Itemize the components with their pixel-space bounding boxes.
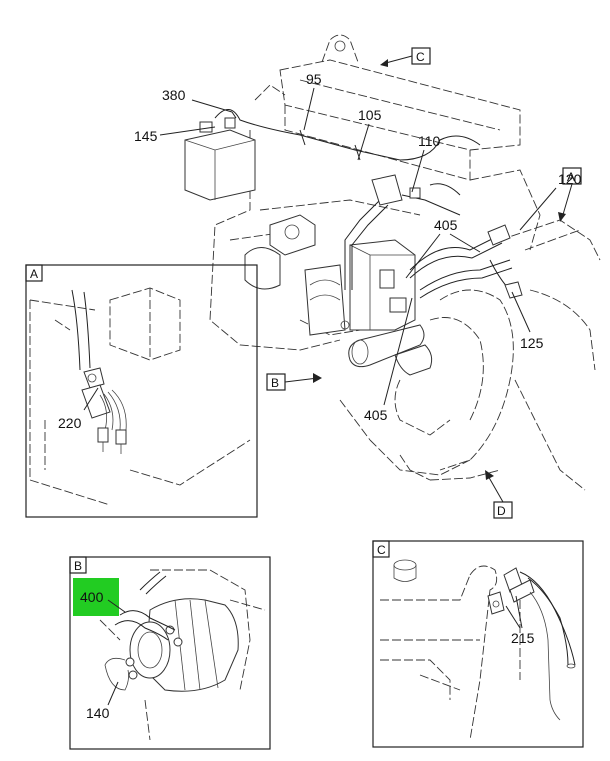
callout-405-upper[interactable]: 405 xyxy=(434,217,458,233)
callout-400[interactable]: 400 xyxy=(80,589,104,605)
callout-215[interactable]: 215 xyxy=(511,630,535,646)
callout-95[interactable]: 95 xyxy=(306,71,322,87)
main-callouts: 95 380 145 105 110 120 405 405 125 xyxy=(134,71,582,423)
view-ref-c-main-letter[interactable]: C xyxy=(416,50,425,64)
callout-145[interactable]: 145 xyxy=(134,128,158,144)
view-ref-c-main: C xyxy=(380,47,431,67)
view-ref-a-main: A xyxy=(558,167,582,222)
view-ref-d-main: D xyxy=(485,470,513,519)
view-ref-a-main-letter[interactable]: A xyxy=(567,170,575,184)
engine-illustration xyxy=(184,34,601,491)
inset-b-letter[interactable]: B xyxy=(74,559,82,573)
view-ref-d-main-letter[interactable]: D xyxy=(497,504,506,518)
view-ref-b-main-letter[interactable]: B xyxy=(271,376,279,390)
callout-110[interactable]: 110 xyxy=(418,133,441,149)
callout-120[interactable]: 120 xyxy=(558,171,582,187)
callout-105[interactable]: 105 xyxy=(358,107,382,123)
inset-a-letter[interactable]: A xyxy=(30,267,38,281)
inset-b: B 400 140 xyxy=(69,556,271,750)
inset-c: C 215 xyxy=(372,540,584,748)
callout-220[interactable]: 220 xyxy=(58,415,82,431)
callout-125[interactable]: 125 xyxy=(520,335,544,351)
callout-140[interactable]: 140 xyxy=(86,705,110,721)
main-leader-lines xyxy=(159,87,557,406)
inset-a: A 220 xyxy=(25,264,258,518)
highlight-400 xyxy=(73,578,119,616)
callout-405-lower[interactable]: 405 xyxy=(364,407,388,423)
callout-380[interactable]: 380 xyxy=(162,87,186,103)
view-ref-b-main: B xyxy=(266,373,322,391)
inset-c-letter[interactable]: C xyxy=(377,543,386,557)
